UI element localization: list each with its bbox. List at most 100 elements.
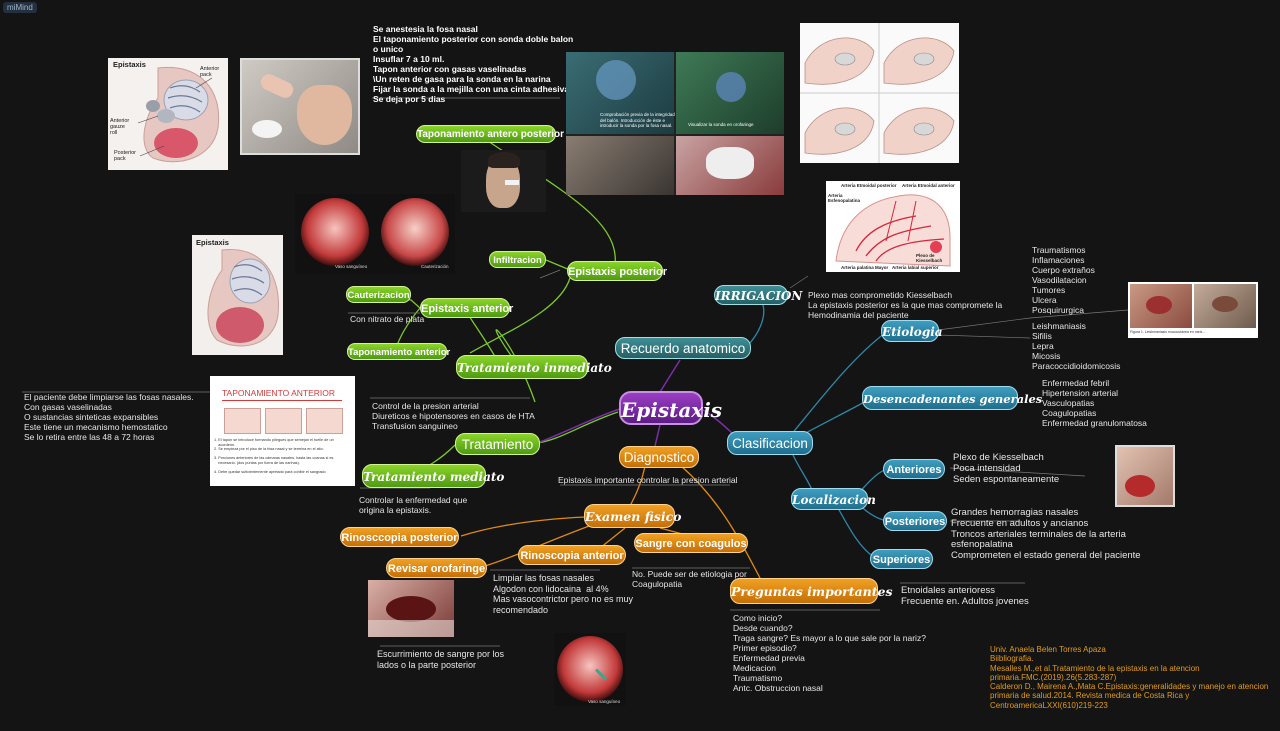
node-superiores[interactable]: Superiores bbox=[870, 549, 933, 569]
rinoscopia-endoscopy-image: Vaso sanguíneo bbox=[554, 633, 626, 706]
orofaringe-photo bbox=[368, 580, 454, 637]
etiologia-list-1: Traumatismos Inflamaciones Cuerpo extrañ… bbox=[1032, 245, 1095, 315]
irrigacion-text: Plexo mas comprometido Kiesselbach La ep… bbox=[808, 290, 1003, 320]
revisar-text: Escurrimiento de sangre por los lados o … bbox=[377, 649, 505, 670]
cauterizacion-image-label: Cauterización bbox=[421, 264, 449, 269]
clasificacion-label: Clasificacion bbox=[732, 436, 808, 451]
node-epistaxis-posterior[interactable]: Epistaxis posterior bbox=[567, 261, 667, 281]
posterior-pack-label: Posterior pack bbox=[114, 150, 137, 162]
endoscopy-caption-2: Visualizar la sonda en orofaringe bbox=[688, 122, 754, 127]
sangre-label: Sangre con coagulos bbox=[635, 538, 747, 550]
endoscopy-caption-1: Comprobación previa de la integridad del… bbox=[600, 112, 675, 128]
node-diagnostico[interactable]: Diagnostico bbox=[619, 446, 699, 468]
endoscopy-procedure-photos: Comprobación previa de la integridad del… bbox=[566, 52, 784, 195]
cauterization-endoscopy-images: Vaso sanguíneo Cauterización bbox=[295, 194, 455, 274]
preguntas-text: Como inicio? Desde cuando? Traga sangre?… bbox=[733, 613, 926, 693]
node-rinoscopia-posterior[interactable]: Rinosccopia posterior bbox=[340, 527, 459, 547]
taponamiento-anterior-slide: TAPONAMIENTO ANTERIOR 1. El tapón se int… bbox=[210, 376, 355, 486]
node-tratamiento[interactable]: Tratamiento bbox=[455, 433, 540, 455]
epistaxis-diagram-title-left: Epistaxis bbox=[196, 238, 229, 247]
node-desencadenantes[interactable]: Desencadenantes generales bbox=[862, 386, 1042, 410]
examen-label: Examen fisico bbox=[585, 509, 682, 524]
preguntas-label: Preguntas importantes bbox=[731, 584, 893, 599]
node-sangre-coagulos[interactable]: Sangre con coagulos bbox=[634, 533, 748, 553]
references: Univ. Anaela Belen Torres Apaza Biibliog… bbox=[990, 645, 1269, 710]
cauterizacion-label: Cauterizacion bbox=[347, 290, 410, 301]
node-recuerdo-anatomico[interactable]: Recuerdo anatomico bbox=[615, 337, 751, 359]
figura-caption: Figura 1. Leishmaniasis mucocutánea en n… bbox=[1130, 330, 1206, 334]
posteriores-text: Grandes hemorragias nasales Frecuente en… bbox=[951, 507, 1141, 562]
irrigacion-label: IRRIGACION bbox=[715, 289, 803, 303]
node-taponamiento-antero-posterior[interactable]: Taponamiento antero posterior bbox=[416, 125, 564, 143]
tratamiento-inmediato-label: Tratamiento inmediato bbox=[457, 361, 612, 375]
node-epistaxis-anterior[interactable]: Epistaxis anterior bbox=[420, 298, 514, 318]
node-preguntas-importantes[interactable]: Preguntas importantes bbox=[730, 578, 892, 604]
node-clasificacion[interactable]: Clasificacion bbox=[727, 431, 813, 455]
diagnostico-text: Epistaxis importante controlar la presio… bbox=[558, 475, 738, 485]
revisar-label: Revisar orofaringe bbox=[387, 563, 486, 575]
rinoscopia-posterior-label: Rinosccopia posterior bbox=[341, 532, 458, 544]
taponamiento-anterior-slide-caption: 1. El tapón se introduce formando pliegu… bbox=[214, 438, 334, 475]
arteria-etmoidal-anterior-label: Arteria Etmoidal anterior bbox=[902, 183, 955, 188]
epistaxis-posterior-label: Epistaxis posterior bbox=[568, 266, 668, 278]
node-etiologia[interactable]: Etiologia bbox=[881, 320, 943, 342]
superiores-text: Etnoidales anterioress Frecuente en. Adu… bbox=[901, 585, 1029, 607]
recuerdo-label: Recuerdo anatomico bbox=[620, 341, 746, 356]
epistaxis-anatomy-image-top: Epistaxis Anterior pack Anterior gauze r… bbox=[108, 58, 228, 170]
node-revisar-orofaringe[interactable]: Revisar orofaringe bbox=[386, 558, 487, 578]
leishmaniasis-photos: Figura 1. Leishmaniasis mucocutánea en n… bbox=[1128, 282, 1258, 338]
node-examen-fisico[interactable]: Examen fisico bbox=[584, 504, 682, 528]
diagnostico-label: Diagnostico bbox=[623, 450, 695, 465]
node-taponamiento-anterior[interactable]: Taponamiento anterior bbox=[347, 343, 451, 360]
epistaxis-anterior-label: Epistaxis anterior bbox=[421, 303, 514, 315]
central-node-epistaxis[interactable]: Epistaxis bbox=[619, 391, 722, 425]
desencadenantes-label: Desencadenantes generales bbox=[863, 392, 1043, 406]
node-posteriores[interactable]: Posteriores bbox=[883, 511, 947, 531]
arteria-etmoidal-posterior-label: Arteria Etmoidal posterior bbox=[841, 183, 897, 188]
node-localizacion[interactable]: Localizacion bbox=[791, 488, 876, 510]
vaso-sanguineo-label-2: Vaso sanguíneo bbox=[588, 699, 621, 704]
mediato-text: Controlar la enfermedad que origina la e… bbox=[359, 495, 468, 515]
nasal-balloon-diagrams bbox=[800, 23, 959, 163]
anteriores-label: Anteriores bbox=[886, 464, 942, 476]
arteria-labial-label: Arteria labial superior bbox=[892, 265, 939, 270]
tratamiento-label: Tratamiento bbox=[461, 437, 534, 452]
node-anteriores[interactable]: Anteriores bbox=[883, 459, 945, 479]
nasal-packing-photo bbox=[240, 58, 360, 155]
node-cauterizacion[interactable]: Cauterizacion bbox=[346, 286, 411, 303]
infiltracion-label: Infiltracion bbox=[493, 255, 542, 266]
epistaxis-diagram-title-top: Epistaxis bbox=[113, 60, 146, 69]
etiologia-label: Etiologia bbox=[882, 325, 943, 339]
tratamiento-text: Control de la presion arterial Diuretico… bbox=[372, 401, 535, 431]
cauterizacion-text: Con nitrato de plata bbox=[350, 314, 425, 324]
app-logo-label: miMind bbox=[7, 3, 33, 12]
app-logo: miMind bbox=[3, 2, 37, 13]
taponamiento-anterior-label: Taponamiento anterior bbox=[348, 347, 451, 358]
taponamiento-anterior-slide-title: TAPONAMIENTO ANTERIOR bbox=[222, 388, 336, 398]
desencadenantes-list: Enfermedad febril Hipertension arterial … bbox=[1042, 378, 1147, 428]
nasal-arteries-diagram: Arteria Etmoidal posterior Arteria Etmoi… bbox=[826, 181, 960, 272]
posteriores-label: Posteriores bbox=[884, 516, 946, 528]
anterior-epistaxis-photo bbox=[1115, 445, 1175, 507]
node-tratamiento-inmediato[interactable]: Tratamiento inmediato bbox=[456, 355, 612, 379]
etiologia-list-2: Leishmaniasis Sifilis Lepra Micosis Para… bbox=[1032, 321, 1121, 371]
central-node-label: Epistaxis bbox=[621, 398, 723, 422]
localizacion-label: Localizacion bbox=[792, 493, 876, 507]
epistaxis-anatomy-image-left: Epistaxis bbox=[192, 235, 283, 355]
rinoscopia-anterior-text: Limpiar las fosas nasales Algodon con li… bbox=[493, 573, 634, 615]
arteria-esfenopalatina-label: Arteria Esfenopalatina bbox=[828, 193, 861, 203]
sangre-text: No. Puede ser de etiologia por Coagulopa… bbox=[632, 569, 747, 589]
taponamiento-ap-text: Se anestesia la fosa nasal El taponamien… bbox=[373, 24, 574, 104]
taponamiento-ap-label: Taponamiento antero posterior bbox=[417, 129, 565, 140]
tratamiento-mediato-label: Tratamiento mediato bbox=[363, 470, 505, 484]
anterior-gauze-label: Anterior gauze roll bbox=[110, 118, 130, 136]
vaso-sanguineo-label-1: Vaso sanguíneo bbox=[335, 264, 368, 269]
node-irrigacion[interactable]: IRRIGACION bbox=[714, 285, 802, 305]
node-tratamiento-mediato[interactable]: Tratamiento mediato bbox=[362, 464, 504, 488]
node-infiltracion[interactable]: Infiltracion bbox=[489, 251, 546, 268]
anterior-pack-label: Anterior pack bbox=[200, 66, 220, 78]
node-rinoscopia-anterior[interactable]: Rinoscopia anterior bbox=[518, 545, 626, 565]
superiores-label: Superiores bbox=[872, 554, 931, 566]
taponamiento-anterior-text: El paciente debe limpiarse las fosas nas… bbox=[24, 392, 194, 442]
patient-packing-photo bbox=[461, 150, 546, 212]
